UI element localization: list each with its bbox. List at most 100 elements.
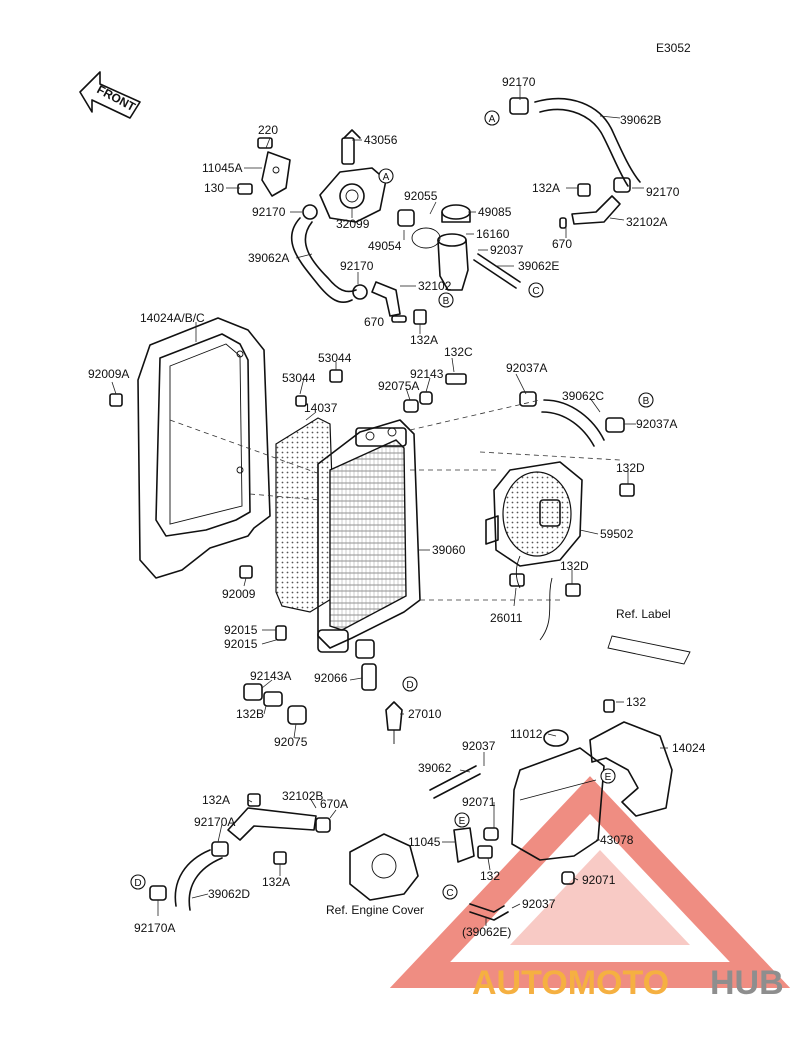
part-label: 132A (410, 333, 438, 347)
part-label: 26011 (490, 611, 523, 625)
part-label: 92170 (646, 185, 680, 199)
part-label: 132B (236, 707, 264, 721)
part-label: 92075 (274, 735, 308, 749)
part-label: 670 (364, 315, 384, 329)
part-label: 92055 (404, 189, 438, 203)
part-label: 132A (532, 181, 560, 195)
part-label: 132A (262, 875, 290, 889)
temp-sensor (361, 663, 403, 744)
ref-label-text: Ref. Label (616, 607, 671, 621)
part-label: 49085 (478, 205, 512, 219)
part-label: 92037 (490, 243, 524, 257)
watermark-text: AUTOMOTO HUB (472, 964, 784, 1002)
part-label: 132 (626, 695, 646, 709)
part-label: 92009A (88, 367, 129, 381)
hose-39062 (429, 765, 481, 799)
part-label: 14037 (304, 401, 338, 415)
callout-letter: E (605, 772, 612, 783)
callout-letter: D (406, 680, 413, 691)
callout-letter: C (532, 286, 539, 297)
part-label: 92015 (224, 637, 258, 651)
callout-d-sensor: D (402, 676, 418, 692)
engine-cover-ref (349, 833, 419, 901)
radiator-shroud (109, 317, 271, 579)
grommet-92015 (275, 625, 287, 641)
bolt-92009 (239, 565, 253, 579)
part-label: 92170 (502, 75, 536, 89)
part-label: 43078 (600, 833, 634, 847)
bracket-11045a (237, 137, 291, 197)
part-label: 220 (258, 123, 278, 137)
part-label: 92170A (134, 921, 175, 935)
callout-e-tank: E (454, 812, 470, 828)
part-label: 14024A/B/C (140, 311, 205, 325)
part-label: 59502 (600, 527, 634, 541)
part-label: 39062B (620, 113, 661, 127)
part-label: 92170 (340, 259, 374, 273)
part-label: (39062E) (462, 925, 511, 939)
part-label: 92170 (252, 205, 286, 219)
part-label: 132A (202, 793, 230, 807)
watermark-logo (389, 776, 791, 988)
part-label: 39062 (418, 761, 452, 775)
bolt-set-132b (243, 683, 307, 725)
callout-a-top: A (484, 110, 500, 126)
part-label: 92037A (506, 361, 547, 375)
part-label: 53044 (282, 371, 316, 385)
callout-letter: E (459, 816, 466, 827)
pipe-39062e (473, 253, 521, 289)
part-label: 130 (204, 181, 224, 195)
watermark-brand-a: AUTOMOTO (472, 964, 669, 1002)
part-label: 670 (552, 237, 572, 251)
hose-39062d (149, 841, 229, 911)
part-label: 39062D (208, 887, 250, 901)
part-label: 39062A (248, 251, 289, 265)
radiator-core (317, 419, 421, 659)
callout-letter: B (643, 396, 650, 407)
callout-b-neck: B (438, 292, 454, 308)
part-label: 92037 (462, 739, 496, 753)
watermark-brand-b: HUB (710, 964, 784, 1002)
callout-a-housing: A (378, 168, 394, 184)
part-label: 11045A (202, 161, 242, 175)
callout-c-bottom: C (442, 884, 458, 900)
callout-letter: A (489, 114, 496, 125)
part-label: 92143 (410, 367, 444, 381)
part-label: 39062E (518, 259, 559, 273)
part-label: 670A (320, 797, 348, 811)
part-label: 39062C (562, 389, 604, 403)
part-label: 92071 (582, 873, 616, 887)
part-label: 132C (444, 345, 473, 359)
part-label: 132D (560, 559, 589, 573)
hose-39062c (519, 391, 625, 447)
pipe-32102a (559, 183, 621, 229)
hose-39062a (290, 204, 368, 304)
bracket-11045 (453, 827, 493, 863)
hose-39062b (509, 97, 641, 193)
ref-engine-cover-text: Ref. Engine Cover (326, 903, 424, 917)
part-label: 92037 (522, 897, 556, 911)
callout-letter: C (446, 888, 453, 899)
part-label: 27010 (408, 707, 442, 721)
part-label: 53044 (318, 351, 352, 365)
diagram-code: E3052 (656, 41, 691, 55)
ref-label-box (607, 635, 691, 665)
part-label: 92170A (194, 815, 235, 829)
assembly-lines (169, 399, 621, 601)
part-label: 92009 (222, 587, 256, 601)
callout-e-bracket: E (600, 768, 616, 784)
part-label: 92071 (462, 795, 496, 809)
callout-c-pipe: C (528, 282, 544, 298)
part-label: 14024 (672, 741, 706, 755)
part-label: 32102 (418, 279, 452, 293)
radiator-screen (275, 369, 343, 613)
part-labels: 92170 39062B 220 43056 11045A 130 92170 … (88, 75, 706, 939)
part-label: 32099 (336, 217, 370, 231)
callout-letter: D (134, 878, 141, 889)
front-arrow-icon: FRONT (79, 71, 141, 119)
callout-letter: B (443, 296, 450, 307)
part-label: 132D (616, 461, 645, 475)
part-label: 43056 (364, 133, 398, 147)
